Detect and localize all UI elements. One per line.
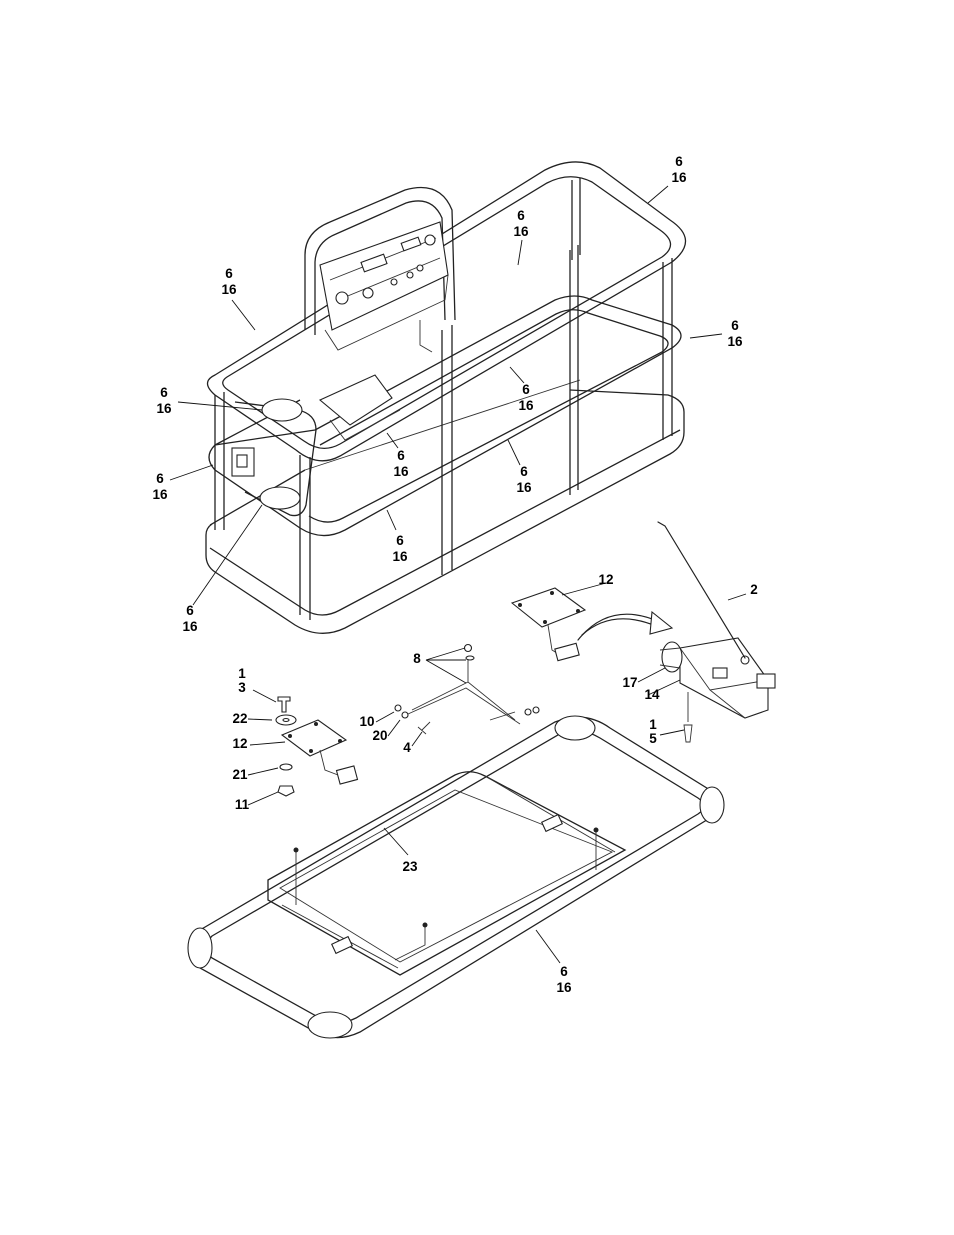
control-guard-loop <box>304 186 456 330</box>
callout-12: 12 <box>232 736 247 751</box>
floor-cross-frame <box>267 771 627 976</box>
toe-board <box>205 389 685 634</box>
floor-frame <box>187 715 725 1039</box>
leader-lines <box>169 185 747 964</box>
callout-23: 23 <box>402 859 418 874</box>
lanyard-bracket <box>407 660 521 725</box>
callout-2: 2 <box>750 582 758 597</box>
install-arrow <box>577 613 661 641</box>
callout-21: 21 <box>232 767 248 782</box>
callout-22: 22 <box>232 711 247 726</box>
gate-handles <box>231 398 317 517</box>
vertical-posts <box>214 178 673 620</box>
callout-4: 4 <box>403 740 411 755</box>
control-console <box>319 221 449 353</box>
callout-14: 14 <box>644 687 660 702</box>
callout-10: 10 <box>359 714 374 729</box>
foot-switch-mount <box>318 374 401 441</box>
callout-12: 12 <box>598 572 613 587</box>
foot-switch-assembly <box>657 521 776 743</box>
hardware <box>275 643 540 797</box>
switch-plate-lower <box>280 719 348 757</box>
loose-parts <box>275 521 776 797</box>
platform-basket <box>205 161 687 634</box>
callout-17: 17 <box>622 675 637 690</box>
callout-11: 11 <box>235 797 250 812</box>
switch-plate-upper <box>510 587 587 628</box>
callout-8: 8 <box>413 651 421 666</box>
callout-20: 20 <box>372 728 387 743</box>
